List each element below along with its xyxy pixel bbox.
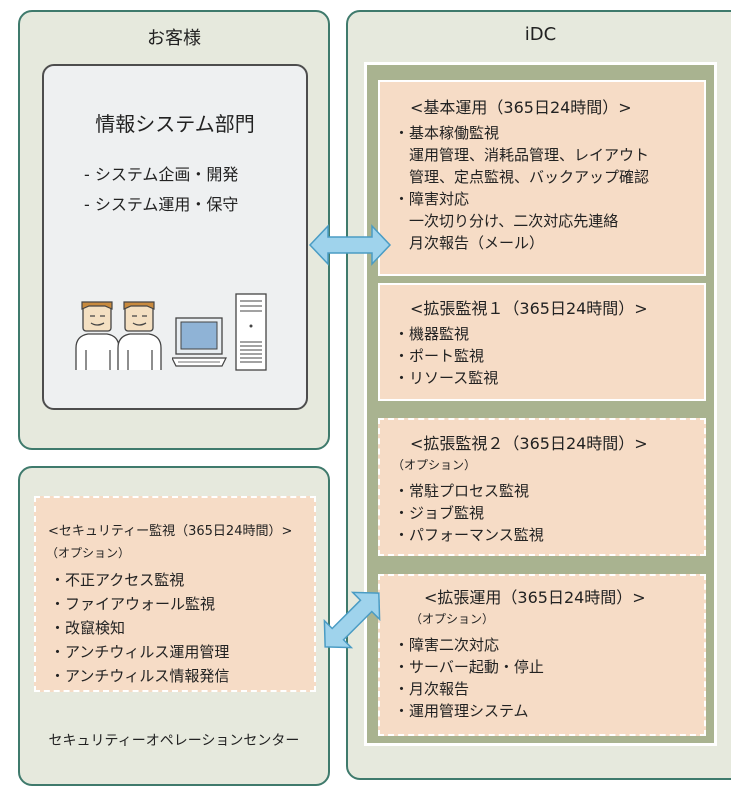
extended-monitoring-2-box: <拡張監視２（365日24時間）> （オプション） ・常駐プロセス監視 ・ジョブ…: [378, 418, 706, 556]
option-label: （オプション）: [410, 612, 495, 626]
extended-operations-box: <拡張運用（365日24時間）> （オプション） ・障害二次対応 ・サーバー起動…: [378, 574, 706, 736]
list-item: ・基本稼働監視: [394, 124, 500, 142]
list-item: 管理、定点監視、バックアップ確認: [394, 168, 650, 186]
role-item: - システム企画・開発: [84, 165, 239, 184]
list-item: ・運用管理システム: [394, 702, 529, 720]
list-item: 運用管理、消耗品管理、レイアウト: [394, 146, 650, 164]
list-item: ・障害二次対応: [394, 636, 500, 654]
double-arrow-icon: [308, 224, 392, 266]
department-roles: - システム企画・開発 - システム運用・保守: [84, 160, 238, 220]
basic-operations-list: ・基本稼働監視 運用管理、消耗品管理、レイアウト 管理、定点監視、バックアップ確…: [394, 122, 649, 254]
customer-panel: お客様 情報システム部門 - システム企画・開発 - システム運用・保守: [18, 10, 330, 450]
security-monitoring-list: ・不正アクセス監視 ・ファイアウォール監視 ・改竄検知 ・アンチウィルス運用管理…: [50, 568, 229, 688]
list-item: 一次切り分け、二次対応先連絡: [394, 212, 619, 230]
option-label: （オプション）: [392, 458, 477, 472]
list-item: ・ポート監視: [394, 347, 485, 365]
list-item: ・ファイアウォール監視: [50, 595, 216, 613]
list-item: ・不正アクセス監視: [50, 571, 185, 589]
list-item: ・障害対応: [394, 190, 470, 208]
soc-panel: <セキュリティー監視（365日24時間）> （オプション） ・不正アクセス監視 …: [18, 466, 330, 786]
list-item: ・アンチウィルス運用管理: [50, 643, 230, 661]
basic-operations-box: <基本運用（365日24時間）> ・基本稼働監視 運用管理、消耗品管理、レイアウ…: [378, 80, 706, 276]
list-item: ・アンチウィルス情報発信: [50, 667, 230, 685]
list-item: ・機器監視: [394, 325, 470, 343]
extended-operations-list: ・障害二次対応 ・サーバー起動・停止 ・月次報告 ・運用管理システム: [394, 634, 544, 722]
computer-icon: [172, 317, 227, 367]
it-department-box: 情報システム部門 - システム企画・開発 - システム運用・保守: [42, 64, 308, 410]
list-item: ・サーバー起動・停止: [394, 658, 544, 676]
option-label: （オプション）: [46, 546, 131, 560]
extended-operations-title: <拡張運用（365日24時間）>: [424, 588, 646, 607]
list-item: ・リソース監視: [394, 369, 499, 387]
extended-monitoring-2-list: ・常駐プロセス監視 ・ジョブ監視 ・パフォーマンス監視: [394, 480, 544, 546]
list-item: 月次報告（メール）: [394, 234, 545, 252]
security-monitoring-box: <セキュリティー監視（365日24時間）> （オプション） ・不正アクセス監視 …: [34, 496, 316, 692]
server-icon: [235, 293, 267, 371]
soc-caption: セキュリティーオペレーションセンター: [48, 733, 300, 749]
idc-title: iDC: [524, 24, 557, 45]
list-item: ・パフォーマンス監視: [394, 526, 544, 544]
extended-monitoring-1-box: <拡張監視１（365日24時間）> ・機器監視 ・ポート監視 ・リソース監視: [378, 283, 706, 401]
person-icon: [117, 301, 162, 370]
department-name: 情報システム部門: [95, 112, 255, 136]
extended-monitoring-2-title: <拡張監視２（365日24時間）>: [410, 434, 648, 453]
double-arrow-icon: [323, 591, 381, 649]
person-icon: [75, 301, 120, 370]
security-monitoring-title: <セキュリティー監視（365日24時間）>: [48, 524, 293, 539]
extended-monitoring-1-list: ・機器監視 ・ポート監視 ・リソース監視: [394, 323, 498, 389]
list-item: ・ジョブ監視: [394, 504, 485, 522]
list-item: ・常駐プロセス監視: [394, 482, 530, 500]
extended-monitoring-1-title: <拡張監視１（365日24時間）>: [410, 299, 648, 318]
role-item: - システム運用・保守: [84, 195, 239, 214]
list-item: ・月次報告: [394, 680, 470, 698]
list-item: ・改竄検知: [50, 619, 126, 637]
customer-title: お客様: [147, 28, 201, 49]
basic-operations-title: <基本運用（365日24時間）>: [410, 98, 632, 117]
